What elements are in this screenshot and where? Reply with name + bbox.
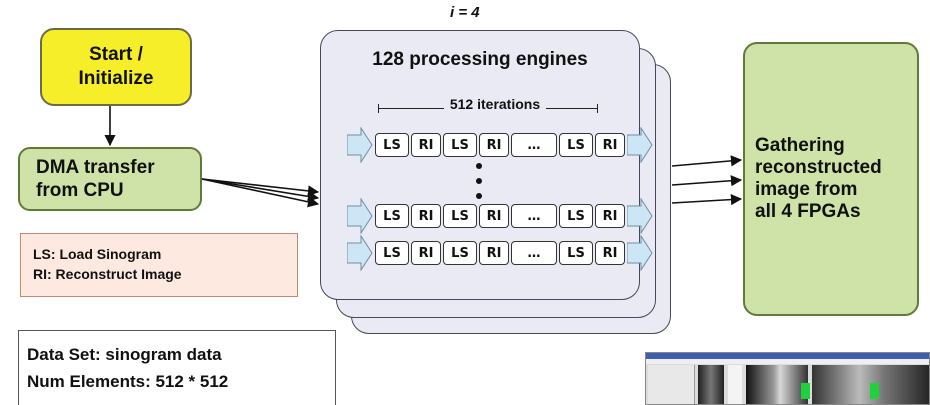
load-sinogram-token: LS	[559, 204, 593, 228]
iteration-span-label: 512 iterations	[444, 96, 546, 112]
dma-node-line-1: DMA transfer	[36, 156, 200, 179]
vertical-ellipsis	[474, 163, 484, 208]
reconstruct-image-token: RI	[595, 204, 625, 228]
gather-node-line-3: image from	[755, 179, 917, 201]
start-node: Start / Initialize	[40, 28, 192, 106]
thumbnail-panel-gap	[728, 365, 742, 405]
iteration-span-label-wrap: 512 iterations	[385, 96, 605, 112]
gather-node-line-1: Gathering	[755, 135, 917, 157]
gather-node-line-2: reconstructed	[755, 157, 917, 179]
reconstruct-image-token: RI	[595, 133, 625, 157]
row-end-chevron	[627, 198, 653, 234]
reconstruct-image-token: RI	[411, 241, 441, 265]
ellipsis-token: …	[511, 204, 557, 228]
reconstruct-image-token: RI	[595, 241, 625, 265]
dataset-line-name: Data Set: sinogram data	[27, 341, 335, 368]
reconstruct-image-token: RI	[411, 204, 441, 228]
ellipsis-token: …	[511, 241, 557, 265]
row-start-chevron	[347, 198, 373, 234]
load-sinogram-token: LS	[559, 241, 593, 265]
legend-line-ls: LS: Load Sinogram	[33, 244, 297, 264]
engines-title: 128 processing engines	[320, 49, 640, 71]
arrow-engines-to-gather-3	[672, 199, 741, 203]
legend-line-ri: RI: Reconstruct Image	[33, 264, 297, 284]
load-sinogram-token: LS	[443, 204, 477, 228]
load-sinogram-token: LS	[375, 133, 409, 157]
gather-node-line-4: all 4 FPGAs	[755, 201, 917, 223]
thumbnail-panel-2	[746, 365, 808, 405]
load-sinogram-token: LS	[375, 241, 409, 265]
reconstruct-image-token: RI	[479, 241, 509, 265]
dataset-line-elements: Num Elements: 512 * 512	[27, 368, 335, 395]
arrow-dma-to-engines-1	[202, 179, 318, 192]
dma-transfer-node: DMA transfer from CPU	[18, 147, 202, 211]
thumbnail-green-marker-1	[801, 383, 810, 399]
ellipsis-token: …	[511, 133, 557, 157]
dma-node-line-2: from CPU	[36, 179, 200, 202]
row-end-chevron	[627, 235, 653, 271]
load-sinogram-token: LS	[443, 241, 477, 265]
row-end-chevron	[627, 127, 653, 163]
start-node-line-2: Initialize	[79, 67, 154, 91]
row-start-chevron	[347, 235, 373, 271]
row-start-chevron	[347, 127, 373, 163]
reconstruct-image-token: RI	[411, 133, 441, 157]
legend-box: LS: Load Sinogram RI: Reconstruct Image	[20, 233, 298, 297]
arrow-engines-to-gather-2	[672, 180, 741, 185]
dataset-box: Data Set: sinogram data Num Elements: 51…	[18, 330, 336, 405]
reconstruct-image-token: RI	[479, 133, 509, 157]
thumbnail-toolbar	[648, 365, 695, 405]
start-node-line-1: Start /	[89, 43, 143, 67]
thumbnail-panel-1	[698, 365, 724, 405]
thumbnail-menu-bar	[646, 359, 929, 364]
arrow-dma-to-engines-3	[202, 179, 318, 204]
arrow-dma-to-engines-2	[202, 179, 318, 198]
application-screenshot-thumbnail	[645, 352, 930, 405]
iteration-count-label: i = 4	[450, 4, 530, 21]
arrow-engines-to-gather-1	[672, 160, 741, 166]
load-sinogram-token: LS	[443, 133, 477, 157]
load-sinogram-token: LS	[375, 204, 409, 228]
thumbnail-green-marker-2	[870, 383, 879, 399]
load-sinogram-token: LS	[559, 133, 593, 157]
gather-node: Gathering reconstructed image from all 4…	[743, 42, 919, 316]
